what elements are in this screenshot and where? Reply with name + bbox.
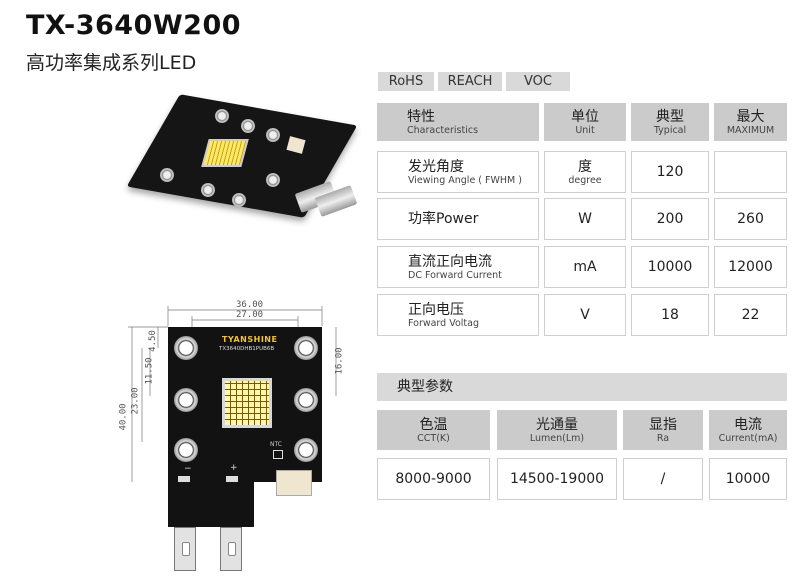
product-subtitle: 高功率集成系列LED — [26, 52, 197, 74]
dim-11-50: 11.50 — [144, 357, 155, 385]
cert-reach: REACH — [438, 72, 502, 91]
photo-pad — [215, 109, 229, 123]
connector — [276, 470, 312, 496]
photo-led-chip — [201, 139, 249, 167]
row-viewing-angle-typical: 120 — [631, 151, 709, 193]
terminal-pad-minus — [178, 476, 190, 486]
row-forward-voltage-max: 22 — [714, 294, 787, 336]
led-chip — [222, 378, 272, 428]
row-power-unit: W — [544, 198, 626, 240]
ntc-label: NTC — [270, 441, 282, 448]
row-forward-current-label: 直流正向电流 DC Forward Current — [377, 246, 539, 288]
mounting-pad — [174, 438, 198, 462]
header-characteristics: 特性 Characteristics — [377, 103, 539, 141]
dim-23: 23.00 — [130, 387, 141, 415]
row-viewing-angle-unit: 度 degree — [544, 151, 626, 193]
header-unit: 单位 Unit — [544, 103, 626, 141]
row-viewing-angle-max — [714, 151, 787, 193]
mounting-pad — [294, 336, 318, 360]
plus-terminal-label: + — [230, 463, 238, 473]
row-power-label: 功率Power — [377, 198, 539, 240]
row-forward-current-max: 12000 — [714, 246, 787, 288]
row-viewing-angle-label: 发光角度 Viewing Angle ( FWHM ) — [377, 151, 539, 193]
header-typical: 典型 Typical — [631, 103, 709, 141]
typical-value-current: 10000 — [709, 458, 787, 500]
typical-header-current: 电流 Current(mA) — [709, 410, 787, 450]
cert-voc: VOC — [506, 72, 570, 91]
dim-27: 27.00 — [236, 310, 264, 320]
mounting-pad — [174, 388, 198, 412]
row-power-typical: 200 — [631, 198, 709, 240]
photo-pad — [241, 119, 255, 133]
header-maximum: 最大 MAXIMUM — [714, 103, 787, 141]
typical-value-ra: / — [623, 458, 703, 500]
dim-36: 36.00 — [236, 300, 264, 310]
row-forward-current-typical: 10000 — [631, 246, 709, 288]
photo-pad — [160, 168, 174, 182]
photo-pad — [266, 173, 280, 187]
row-forward-voltage-label: 正向电压 Forward Voltag — [377, 294, 539, 336]
product-title: TX-3640W200 — [26, 10, 242, 41]
row-forward-voltage-unit: V — [544, 294, 626, 336]
typical-header-ra: 显指 Ra — [623, 410, 703, 450]
terminal-pad-plus — [226, 476, 238, 486]
photo-pad — [266, 128, 280, 142]
typical-header-lumen: 光通量 Lumen(Lm) — [497, 410, 617, 450]
photo-pad — [232, 193, 246, 207]
ntc-component — [273, 450, 283, 459]
dim-16: 16.00 — [334, 347, 345, 375]
board-model: TX3640DHB1PUB6B — [219, 346, 275, 352]
row-power-max: 260 — [714, 198, 787, 240]
typical-params-title: 典型参数 — [377, 373, 787, 401]
mounting-pad — [294, 438, 318, 462]
typical-value-lumen: 14500-19000 — [497, 458, 617, 500]
board-brand: TYANSHINE — [222, 335, 278, 344]
minus-terminal-label: − — [184, 464, 192, 474]
mounting-pad — [174, 336, 198, 360]
terminal-block — [168, 482, 254, 527]
terminal-lug-minus — [174, 527, 196, 571]
typical-value-cct: 8000-9000 — [377, 458, 490, 500]
dim-40: 40.00 — [118, 403, 129, 431]
row-forward-current-unit: mA — [544, 246, 626, 288]
dim-4-50: 4.50 — [147, 330, 158, 352]
row-forward-voltage-typical: 18 — [631, 294, 709, 336]
cert-rohs: RoHS — [378, 72, 434, 91]
terminal-lug-plus — [220, 527, 242, 571]
photo-pad — [201, 183, 215, 197]
typical-header-cct: 色温 CCT(K) — [377, 410, 490, 450]
mounting-pad — [294, 388, 318, 412]
